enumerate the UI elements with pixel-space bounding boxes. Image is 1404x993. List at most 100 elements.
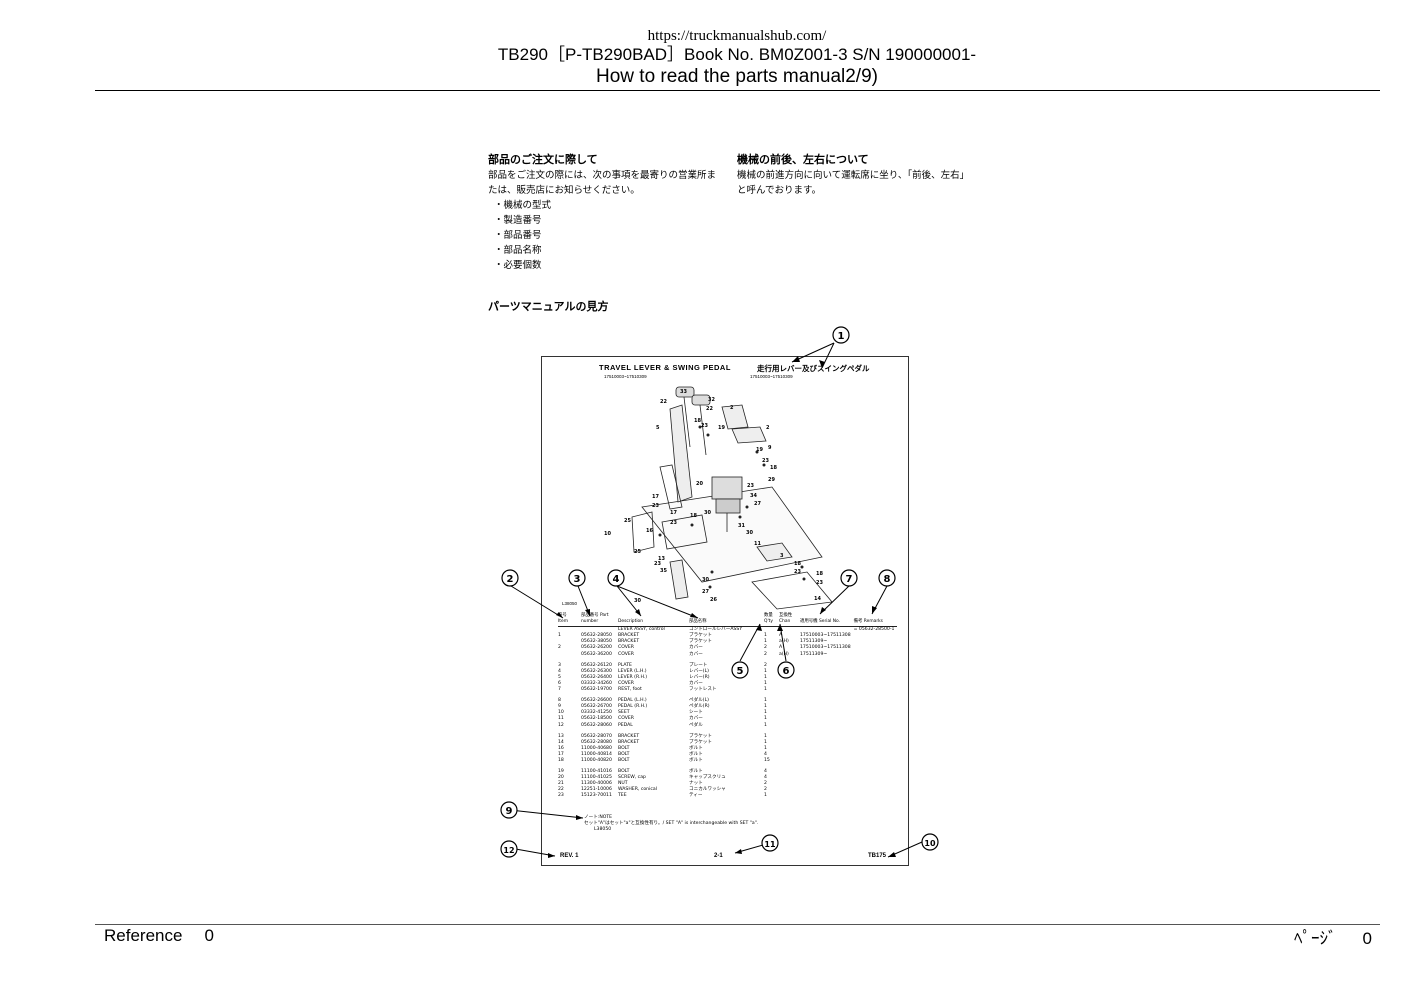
cell-desc: COVER: [618, 680, 634, 686]
reference-label: Reference: [104, 926, 183, 945]
cell-item: 17: [558, 751, 564, 757]
sample-page-code: TB175: [868, 853, 887, 859]
svg-text:30: 30: [746, 530, 753, 536]
direction-text-2: と呼んでおります。: [737, 185, 822, 196]
cell-part: 11300-40006: [581, 781, 612, 787]
svg-text:23: 23: [654, 561, 661, 567]
cell-part: 05632-26200: [581, 645, 612, 651]
cell-item: 5: [558, 674, 561, 680]
callout-3: [568, 569, 586, 587]
cell-desc: BOLT: [618, 757, 630, 763]
cell-item: 6: [558, 680, 561, 686]
sample-page-number: 2-1: [714, 853, 723, 859]
cell-part: 11100-41016: [581, 769, 612, 775]
cell-serial: 17510003~17511308: [800, 633, 851, 639]
note-ref: L38050: [594, 827, 612, 832]
cell-jp: ペダル(L): [689, 698, 709, 704]
cell-desc: BRACKET: [618, 639, 640, 645]
cell-qty: 1: [764, 633, 767, 639]
cell-desc: SEET: [618, 710, 630, 716]
cell-jp: ボルト: [689, 769, 703, 775]
svg-text:25: 25: [634, 549, 641, 555]
cell-jp: カバー: [689, 651, 703, 657]
source-url[interactable]: https://truckmanualshub.com/: [647, 28, 827, 44]
cell-item: 1: [558, 633, 561, 639]
svg-text:2: 2: [730, 405, 734, 411]
callout-1-label: 1: [838, 331, 845, 342]
cell-qty: 1: [764, 687, 767, 693]
ordering-item: ・部品番号: [494, 230, 542, 241]
svg-text:25: 25: [624, 518, 631, 524]
col-item: 符号 Item: [558, 613, 581, 628]
callout-1: [832, 326, 850, 344]
cell-part: 03332-34260: [581, 680, 612, 686]
cell-qty: 2: [764, 645, 767, 651]
col-remarks: 備考 Remarks: [853, 613, 898, 628]
cell-item: 2: [558, 645, 561, 651]
svg-text:17: 17: [670, 510, 677, 516]
cell-jp: ナット: [689, 781, 703, 787]
cell-item: 8: [558, 698, 561, 704]
parts-table: 符号 Item 部品番号 Part number Description 部品名…: [558, 613, 898, 800]
cell-part: 05632-26120: [581, 662, 612, 668]
direction-heading: 機械の前後、左右について: [737, 153, 869, 166]
cell-desc: WASHER, conical: [618, 787, 657, 793]
document-title: TB290［P-TB290BAD］Book No. BM0Z001-3 S/N …: [497, 45, 977, 64]
cell-desc: SCREW, cap: [618, 775, 646, 781]
ordering-item: ・機械の型式: [494, 200, 552, 211]
cell-qty: 2: [764, 787, 767, 793]
callout-11: [761, 834, 779, 852]
svg-text:18: 18: [770, 465, 777, 471]
col-chan: 互換性 Chan: [779, 613, 800, 628]
svg-text:34: 34: [750, 493, 757, 499]
section-title: How to read the parts manual2/9): [596, 66, 878, 87]
cell-item: 23: [558, 793, 564, 799]
callout-7: [840, 569, 858, 587]
cell-desc: LEVER ASSY, control: [618, 627, 665, 633]
cell-qty: 4: [764, 775, 767, 781]
cell-part: 05632-18500: [581, 716, 612, 722]
cell-qty: 1: [764, 639, 767, 645]
cell-serial: 17511309~: [800, 639, 828, 645]
cell-part: 05632-38050: [581, 639, 612, 645]
callout-10-label: 10: [924, 839, 936, 848]
cell-qty: 4: [764, 769, 767, 775]
cell-qty: 1: [764, 704, 767, 710]
cell-part: 03332-41250: [581, 710, 612, 716]
cell-item: 19: [558, 769, 564, 775]
cell-chan: A: [779, 645, 783, 651]
ordering-text-1: 部品をご注文の際には、次の事項を最寄りの営業所ま: [488, 170, 717, 181]
svg-text:13: 13: [658, 556, 665, 562]
callout-9: [500, 801, 518, 819]
svg-text:26: 26: [710, 597, 717, 603]
parts-table-header: 符号 Item 部品番号 Part number Description 部品名…: [558, 613, 898, 628]
callout-2: [501, 569, 519, 587]
cell-jp: ペダル: [689, 722, 703, 728]
svg-text:30: 30: [704, 510, 711, 516]
svg-text:29: 29: [768, 477, 775, 483]
cell-qty: 1: [764, 668, 767, 674]
cell-item: 4: [558, 668, 561, 674]
callout-8-label: 8: [884, 574, 891, 585]
cell-part: 05632-19700: [581, 687, 612, 693]
direction-section: 機械の前後、左右について 機械の前進方向に向いて運転席に坐り、「前後、左右」 と…: [737, 152, 969, 198]
svg-text:18: 18: [816, 571, 823, 577]
callout-3-label: 3: [574, 574, 581, 585]
cell-desc: COVER: [618, 651, 634, 657]
svg-text:19: 19: [718, 425, 725, 431]
cell-desc: REST, foot: [618, 687, 642, 693]
cell-item: 22: [558, 787, 564, 793]
svg-text:23: 23: [701, 423, 708, 429]
cell-qty: 1: [764, 698, 767, 704]
callout-4-label: 4: [613, 574, 620, 585]
